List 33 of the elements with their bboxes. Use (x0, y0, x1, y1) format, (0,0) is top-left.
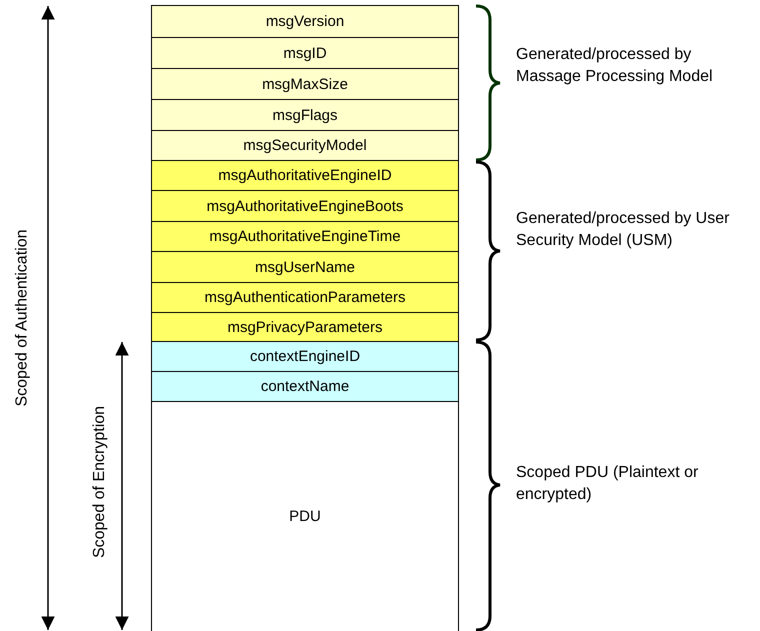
field-name: msgUserName (254, 258, 356, 276)
field-row (151, 221, 459, 252)
field-name: contextEngineID (250, 348, 360, 365)
field-row (151, 37, 459, 69)
field-name: msgVersion (266, 13, 344, 30)
field-row (151, 312, 459, 342)
brace-label: Generated/processed by User Security Model (USM) (516, 209, 730, 251)
field-row (151, 68, 459, 100)
field-row (151, 190, 459, 222)
field-name: contextName (260, 378, 350, 395)
axis-label: Scoped of Authentication (13, 229, 32, 407)
field-name: msgPrivacyParameters (227, 318, 383, 336)
field-row (151, 130, 459, 161)
field-name: msgFlags (272, 106, 338, 124)
field-name: msgSecurityModel (243, 137, 367, 154)
brace-label: Scoped PDU (Plaintext or encrypted) (516, 463, 700, 505)
field-name: msgAuthoritativeEngineTime (209, 228, 401, 245)
field-row (151, 160, 459, 191)
field-name: PDU (289, 508, 321, 525)
field-row (151, 401, 459, 631)
field-name: msgAuthoritativeEngineID (218, 167, 392, 184)
field-row (151, 371, 459, 402)
field-name: msgMaxSize (262, 76, 348, 92)
field-name: msgID (283, 44, 327, 62)
axis-label: Scoped of Encryption (91, 406, 110, 558)
field-row (151, 99, 459, 131)
field-row (151, 251, 459, 283)
field-row (151, 5, 459, 38)
field-name: msgAuthoritativeEngineBoots (206, 198, 404, 214)
field-row (151, 282, 459, 313)
brace-label: Generated/processed by Massage Processing Model (516, 45, 714, 87)
field-name: msgAuthenticationParameters (204, 289, 406, 306)
field-row (151, 341, 459, 372)
